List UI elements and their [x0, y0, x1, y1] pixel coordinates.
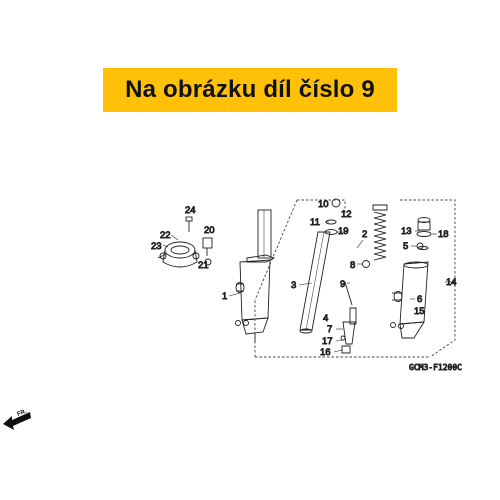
switch-20	[202, 237, 213, 266]
callout-22: 22	[160, 230, 171, 241]
callout-1: 1	[222, 291, 227, 302]
callout-11: 11	[310, 217, 320, 228]
bolt-24	[185, 216, 193, 232]
callout-20: 20	[204, 225, 215, 236]
callout-8: 8	[350, 260, 355, 271]
callout-19: 19	[338, 226, 349, 237]
fork-bracket	[157, 241, 200, 268]
diagram-code: GCM3-F1200C	[409, 363, 462, 372]
callout-4: 4	[323, 313, 328, 324]
inner-tube	[299, 231, 331, 334]
callout-23: 23	[151, 241, 162, 252]
callout-15: 15	[414, 306, 425, 317]
callout-3: 3	[291, 280, 296, 291]
damper-rod	[340, 260, 370, 354]
callout-14: 14	[446, 277, 457, 288]
callout-17: 17	[322, 336, 333, 347]
callout-24: 24	[185, 205, 196, 216]
leader-lines	[162, 221, 455, 353]
callout-12: 12	[341, 209, 352, 220]
outer-tube-right	[390, 261, 429, 339]
callout-18: 18	[438, 229, 449, 240]
callout-10: 10	[318, 199, 329, 210]
fork-spring	[372, 204, 388, 261]
callout-7: 7	[327, 324, 332, 335]
banner-text: Na obrázku díl číslo 9	[125, 76, 375, 103]
direction-label: FR.	[17, 409, 29, 418]
callout-21: 21	[198, 260, 209, 271]
part-number-banner: Na obrázku díl číslo 9	[103, 68, 397, 112]
outer-tube-left	[235, 209, 276, 342]
callout-16: 16	[320, 347, 331, 358]
callout-6: 6	[417, 294, 422, 305]
front-direction-arrow: FR.	[3, 409, 31, 430]
fork-cap	[416, 217, 432, 250]
callout-5: 5	[403, 241, 408, 252]
callout-9: 9	[340, 279, 345, 290]
callout-13: 13	[401, 226, 412, 237]
callout-2: 2	[362, 229, 367, 240]
group-outline	[254, 199, 456, 358]
